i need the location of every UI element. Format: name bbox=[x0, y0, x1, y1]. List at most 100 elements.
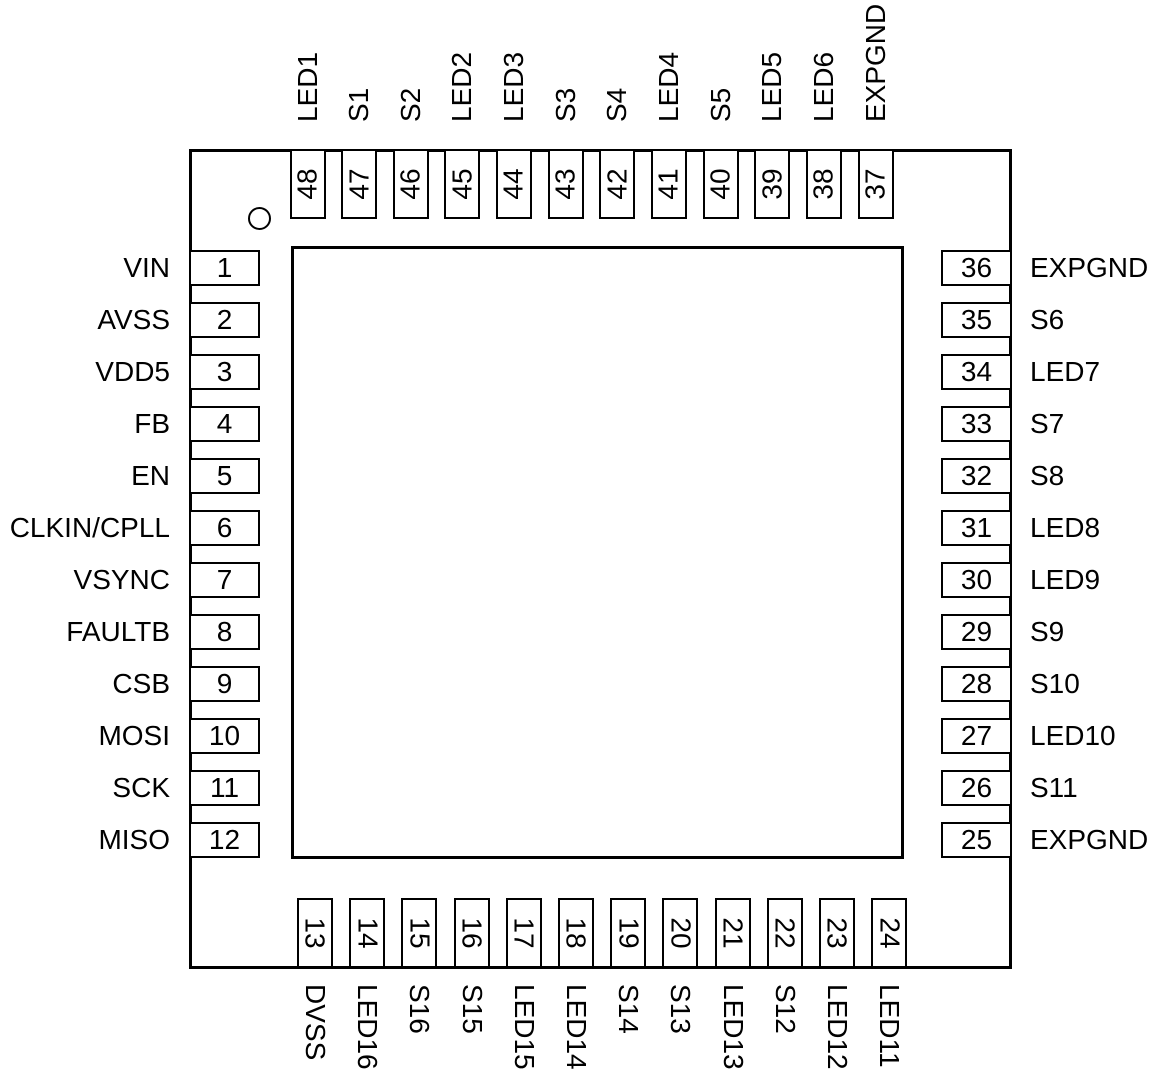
pin-27-box: 27 bbox=[941, 718, 1012, 754]
pin-46-box: 46 bbox=[392, 149, 429, 219]
pin-17-box: 17 bbox=[505, 898, 542, 968]
pin-36-box: 36 bbox=[941, 250, 1012, 286]
pin-25-label: EXPGND bbox=[1030, 824, 1149, 855]
pin-22-box: 22 bbox=[766, 898, 803, 968]
pin-43-label: S3 bbox=[549, 87, 581, 122]
pin-37-label: EXPGND bbox=[859, 3, 891, 122]
pin-43-number: 43 bbox=[549, 168, 581, 200]
pin-15-number: 15 bbox=[404, 917, 436, 949]
pin-30-label: LED9 bbox=[1030, 564, 1101, 595]
pin-23-number: 23 bbox=[822, 917, 853, 949]
pin-41-label: LED4 bbox=[652, 51, 684, 122]
pin-36-label: EXPGND bbox=[1030, 252, 1149, 283]
pin-13-number: 13 bbox=[300, 917, 331, 949]
pin-13-label: DVSS bbox=[300, 984, 331, 1061]
pin-15-label: S16 bbox=[404, 984, 436, 1034]
pin-6-number: 6 bbox=[216, 512, 233, 543]
pin-7-box: 7 bbox=[189, 562, 260, 598]
pin-11-box: 11 bbox=[189, 770, 260, 806]
pin-26-number: 26 bbox=[960, 772, 993, 803]
pin-4-box: 4 bbox=[189, 406, 260, 442]
pin-22-label: S12 bbox=[769, 984, 801, 1034]
pin-24-number: 24 bbox=[874, 917, 906, 949]
pin-34-number: 34 bbox=[960, 356, 993, 387]
pin-39-label: LED5 bbox=[756, 51, 788, 122]
pin-15-box: 15 bbox=[401, 898, 438, 968]
pin-19-box: 19 bbox=[610, 898, 647, 968]
pin-19-number: 19 bbox=[613, 917, 645, 949]
pin-4-label: FB bbox=[134, 408, 170, 439]
pin-45-box: 45 bbox=[444, 149, 481, 219]
pin-12-label: MISO bbox=[98, 824, 170, 855]
pin-1-label: VIN bbox=[123, 252, 170, 283]
pin-28-number: 28 bbox=[960, 668, 993, 699]
pin-18-box: 18 bbox=[558, 898, 594, 968]
pin-14-number: 14 bbox=[352, 917, 384, 949]
pin-32-number: 32 bbox=[960, 460, 993, 491]
pin-26-label: S11 bbox=[1030, 772, 1078, 803]
pin-9-number: 9 bbox=[216, 668, 233, 699]
pin-35-number: 35 bbox=[960, 304, 993, 335]
pin-44-box: 44 bbox=[496, 149, 533, 219]
pin-33-label: S7 bbox=[1030, 408, 1065, 439]
pin-45-number: 45 bbox=[446, 168, 478, 200]
pin-21-label: LED13 bbox=[717, 984, 749, 1070]
pin-21-box: 21 bbox=[714, 898, 751, 968]
pin-5-label: EN bbox=[131, 460, 170, 491]
pin-44-label: LED3 bbox=[498, 51, 530, 122]
die-outline bbox=[291, 246, 904, 859]
pin-45-label: LED2 bbox=[446, 51, 478, 122]
pin-16-box: 16 bbox=[453, 898, 490, 968]
pin-22-number: 22 bbox=[769, 917, 801, 949]
pin-33-number: 33 bbox=[960, 408, 993, 439]
pin-13-box: 13 bbox=[297, 898, 333, 968]
pin-35-box: 35 bbox=[941, 302, 1012, 338]
pin-14-box: 14 bbox=[349, 898, 386, 968]
pin-38-box: 38 bbox=[805, 149, 842, 219]
pin-3-box: 3 bbox=[189, 354, 260, 390]
pin-3-number: 3 bbox=[216, 356, 233, 387]
pin-1-number: 1 bbox=[216, 252, 233, 283]
pin-9-label: CSB bbox=[112, 668, 170, 699]
pin-46-label: S2 bbox=[394, 87, 426, 122]
pin-29-number: 29 bbox=[960, 616, 993, 647]
pin-6-box: 6 bbox=[189, 510, 260, 546]
pin-31-number: 31 bbox=[960, 512, 993, 543]
pin-11-number: 11 bbox=[209, 772, 240, 803]
pin-48-box: 48 bbox=[289, 149, 326, 219]
pin-8-box: 8 bbox=[189, 614, 260, 650]
pin-39-box: 39 bbox=[754, 149, 791, 219]
pin-34-label: LED7 bbox=[1030, 356, 1101, 387]
pin-14-label: LED16 bbox=[352, 984, 384, 1070]
pin-23-label: LED12 bbox=[822, 984, 853, 1070]
pin-6-label: CLKIN/CPLL bbox=[9, 512, 170, 543]
pin-12-number: 12 bbox=[208, 824, 241, 855]
pin-37-box: 37 bbox=[857, 149, 894, 219]
pin-42-label: S4 bbox=[601, 87, 633, 122]
pin-40-label: S5 bbox=[704, 87, 736, 122]
pin-36-number: 36 bbox=[960, 252, 993, 283]
pin-2-number: 2 bbox=[216, 304, 233, 335]
pin-29-label: S9 bbox=[1030, 616, 1065, 647]
pin-21-number: 21 bbox=[717, 917, 749, 949]
pin-2-label: AVSS bbox=[97, 304, 170, 335]
pin-20-label: S13 bbox=[665, 984, 697, 1034]
pin-24-label: LED11 bbox=[874, 984, 906, 1068]
pin-27-number: 27 bbox=[960, 720, 993, 751]
pin-32-box: 32 bbox=[941, 458, 1012, 494]
pin-33-box: 33 bbox=[941, 406, 1012, 442]
pin-37-number: 37 bbox=[859, 168, 891, 200]
pin-8-number: 8 bbox=[216, 616, 233, 647]
pin-16-label: S15 bbox=[456, 984, 488, 1034]
pin-30-box: 30 bbox=[941, 562, 1012, 598]
pin-29-box: 29 bbox=[941, 614, 1012, 650]
pin-1-box: 1 bbox=[189, 250, 260, 286]
pin-10-label: MOSI bbox=[98, 720, 170, 751]
pin-31-box: 31 bbox=[941, 510, 1012, 546]
pin-41-box: 41 bbox=[650, 149, 687, 219]
pin-35-label: S6 bbox=[1030, 304, 1065, 335]
pin-32-label: S8 bbox=[1030, 460, 1065, 491]
pin-38-label: LED6 bbox=[807, 51, 839, 122]
pin-48-number: 48 bbox=[291, 168, 323, 200]
